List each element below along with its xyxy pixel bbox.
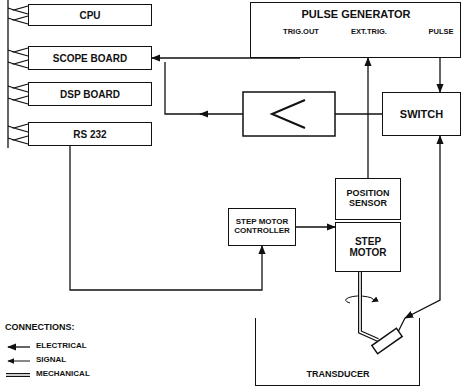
scope-board-box: SCOPE BOARD [28,46,152,70]
computer-bus [8,0,28,148]
electrical-connector [440,58,441,92]
electrical-connector [368,58,369,178]
amplifier-symbol [243,92,335,136]
transducer-tank: TRANSDUCER [255,318,420,386]
box-label: SWITCH [397,108,446,120]
legend-entry: ELECTRICAL [36,341,87,350]
box-label: STEP MOTOR CONTROLLER [229,218,295,236]
terminal-label: EXT.TRIG. [351,28,387,36]
box-label: POSITION SENSOR [336,189,400,209]
electrical-connector [405,136,440,318]
box-label: TRANSDUCER [307,370,370,380]
step-motor-box: STEP MOTOR [335,222,401,272]
box-label: STEP MOTOR [336,236,400,258]
box-label: SCOPE BOARD [50,53,130,64]
signal-wire [165,62,382,114]
cpu-box: CPU [28,4,152,26]
box-label: PULSE GENERATOR [302,8,411,20]
position-sensor-box: POSITION SENSOR [335,178,401,220]
box-label: CPU [76,10,103,21]
electrical-connector [296,227,335,228]
rs232-box: RS 232 [28,122,152,146]
terminal-label: TRIG.OUT [283,28,319,36]
transducer-probe [360,318,405,354]
terminal-label: PULSE [428,28,453,36]
switch-box: SWITCH [382,92,461,136]
mechanical-link [360,272,361,318]
box-label: DSP BOARD [57,89,123,100]
step-motor-controller-box: STEP MOTOR CONTROLLER [228,208,296,246]
dsp-board-box: DSP BOARD [28,82,152,106]
pulse-generator-box: PULSE GENERATOR TRIG.OUT EXT.TRIG. PULSE [250,2,461,58]
legend-heading: CONNECTIONS: [5,322,75,332]
legend-entry: SIGNAL [36,355,66,364]
legend-entry: MECHANICAL [36,369,90,378]
box-label: RS 232 [70,129,109,140]
legend-samples [6,347,30,375]
